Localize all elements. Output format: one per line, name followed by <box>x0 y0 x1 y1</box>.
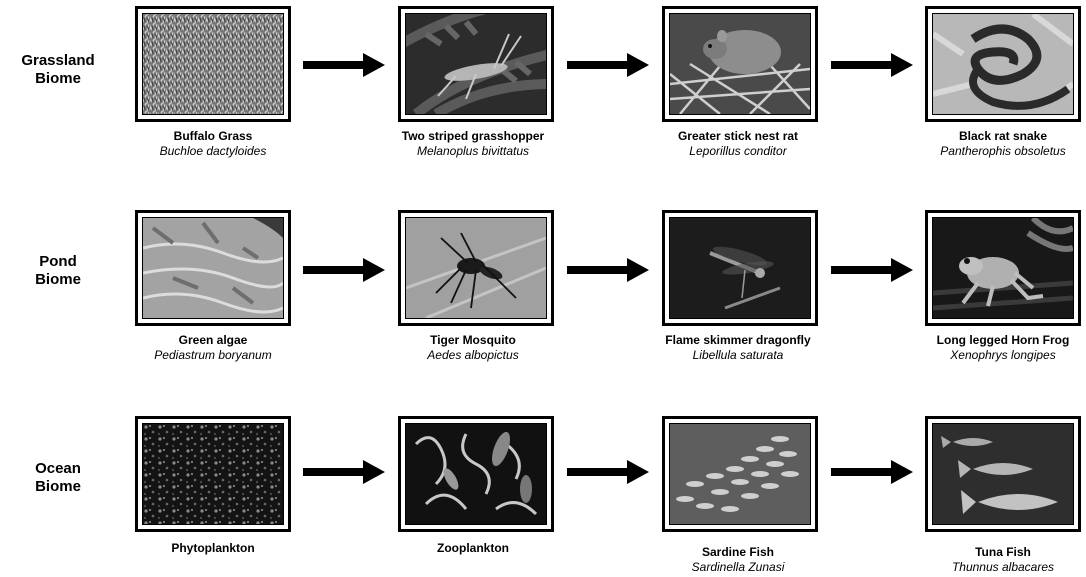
common-name: Tuna Fish <box>908 545 1086 560</box>
biome-label-ocean: Ocean Biome <box>3 460 113 496</box>
organism-caption: Black rat snake Pantherophis obsoletus <box>908 129 1086 159</box>
organism-image-phytoplankton <box>135 416 291 532</box>
organism-caption: Green algae Pediastrum boryanum <box>118 333 308 363</box>
common-name: Tiger Mosquito <box>378 333 568 348</box>
common-name: Greater stick nest rat <box>643 129 833 144</box>
organism-caption: Tiger Mosquito Aedes albopictus <box>378 333 568 363</box>
organism-caption: Flame skimmer dragonfly Libellula satura… <box>643 333 833 363</box>
organism-caption: Long legged Horn Frog Xenophrys longipes <box>908 333 1086 363</box>
arrow-icon <box>567 460 649 484</box>
organism-caption: Greater stick nest rat Leporillus condit… <box>643 129 833 159</box>
biome-label-pond: Pond Biome <box>3 253 113 289</box>
organism-caption: Zooplankton <box>378 541 568 556</box>
scientific-name: Pantherophis obsoletus <box>908 144 1086 159</box>
arrow-icon <box>831 460 913 484</box>
arrow-icon <box>567 53 649 77</box>
organism-image-snake <box>925 6 1081 122</box>
arrow-icon <box>831 53 913 77</box>
common-name: Sardine Fish <box>643 545 833 560</box>
common-name: Phytoplankton <box>118 541 308 556</box>
organism-image-buffalo-grass <box>135 6 291 122</box>
biome-label-grassland: Grassland Biome <box>3 52 113 88</box>
organism-image-mosquito <box>398 210 554 326</box>
biome-label-line: Ocean <box>3 460 113 478</box>
arrow-icon <box>831 258 913 282</box>
biome-label-line: Pond <box>3 253 113 271</box>
scientific-name: Xenophrys longipes <box>908 348 1086 363</box>
organism-image-rat <box>662 6 818 122</box>
biome-label-line: Biome <box>3 478 113 496</box>
organism-image-zooplankton <box>398 416 554 532</box>
organism-caption: Phytoplankton <box>118 541 308 556</box>
scientific-name: Sardinella Zunasi <box>643 560 833 575</box>
common-name: Zooplankton <box>378 541 568 556</box>
scientific-name: Buchloe dactyloides <box>118 144 308 159</box>
common-name: Two striped grasshopper <box>378 129 568 144</box>
organism-caption: Two striped grasshopper Melanoplus bivit… <box>378 129 568 159</box>
common-name: Flame skimmer dragonfly <box>643 333 833 348</box>
common-name: Green algae <box>118 333 308 348</box>
biome-label-line: Biome <box>3 70 113 88</box>
organism-image-tuna <box>925 416 1081 532</box>
arrow-icon <box>303 258 385 282</box>
common-name: Buffalo Grass <box>118 129 308 144</box>
common-name: Black rat snake <box>908 129 1086 144</box>
organism-image-grasshopper <box>398 6 554 122</box>
scientific-name: Leporillus conditor <box>643 144 833 159</box>
arrow-icon <box>303 460 385 484</box>
organism-image-green-algae <box>135 210 291 326</box>
common-name: Long legged Horn Frog <box>908 333 1086 348</box>
scientific-name: Aedes albopictus <box>378 348 568 363</box>
organism-image-frog <box>925 210 1081 326</box>
scientific-name: Pediastrum boryanum <box>118 348 308 363</box>
arrow-icon <box>567 258 649 282</box>
organism-image-sardines <box>662 416 818 532</box>
biome-label-line: Biome <box>3 271 113 289</box>
arrow-icon <box>303 53 385 77</box>
organism-image-dragonfly <box>662 210 818 326</box>
biome-label-line: Grassland <box>3 52 113 70</box>
organism-caption: Tuna Fish Thunnus albacares <box>908 545 1086 575</box>
scientific-name: Libellula saturata <box>643 348 833 363</box>
scientific-name: Melanoplus bivittatus <box>378 144 568 159</box>
organism-caption: Sardine Fish Sardinella Zunasi <box>643 545 833 575</box>
organism-caption: Buffalo Grass Buchloe dactyloides <box>118 129 308 159</box>
scientific-name: Thunnus albacares <box>908 560 1086 575</box>
